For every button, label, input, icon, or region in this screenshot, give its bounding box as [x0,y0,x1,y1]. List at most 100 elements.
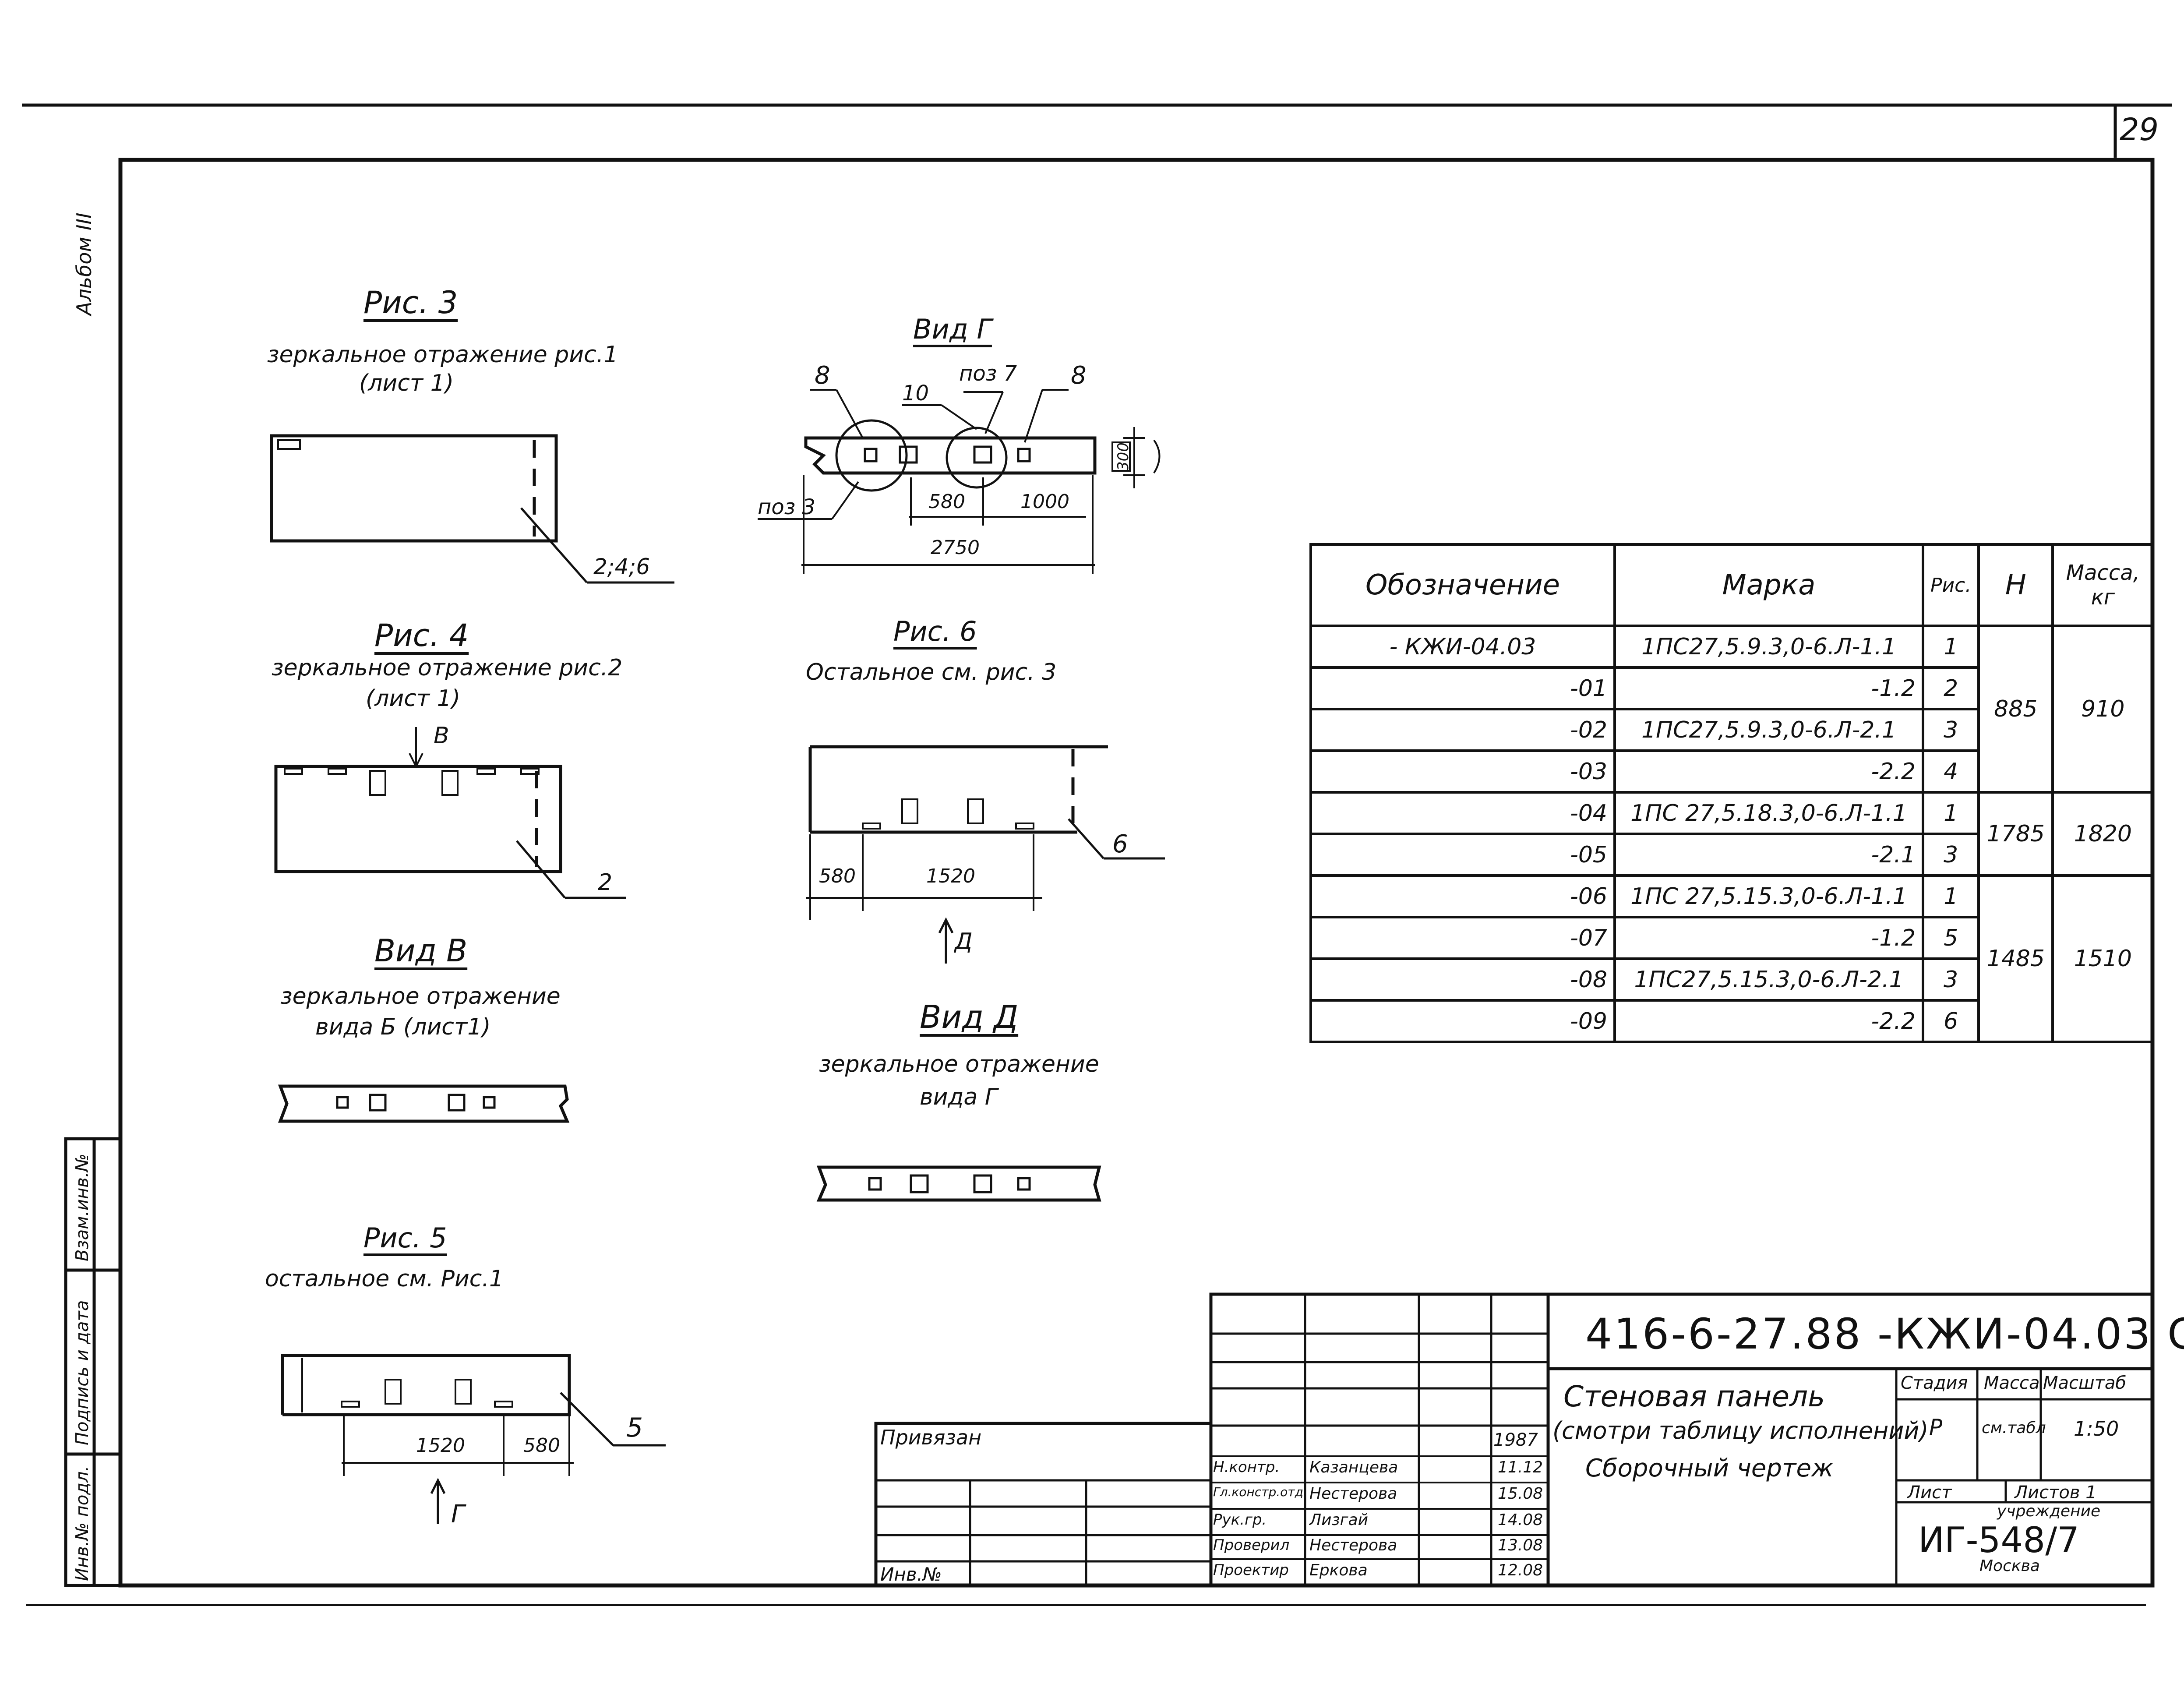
spec-h: 1485 [1977,874,2054,1043]
spec-ris: 6 [1921,999,1980,1043]
sig-name: Нестерова [1309,1485,1397,1503]
privyazan-label: Привязан [880,1426,982,1449]
sig-date: 13.08 [1498,1536,1543,1554]
vid-g-pos10: 10 [902,381,929,406]
fig4-caption2: (лист 1) [366,685,461,712]
spec-ris: 3 [1921,708,1980,752]
spec-oboz: -04 [1309,791,1616,835]
vid-g-pos7: поз 7 [959,361,1017,386]
fig6-callout: 6 [1112,830,1128,858]
spec-marka: 1ПС27,5.9.3,0-6.Л-1.1 [1613,625,1924,669]
spec-oboz: -09 [1309,999,1616,1043]
fig3-caption1: зеркальное отражение рис.1 [267,342,618,368]
spec-oboz: -05 [1309,833,1616,877]
vid-v-title: Вид В [374,933,468,969]
table-row: -02 1ПС27,5.9.3,0-6.Л-2.1 3 [1309,708,2153,752]
sig-role: Проектир [1213,1561,1289,1579]
fig5-dim-580: 580 [523,1434,560,1457]
sheet-label: Лист [1907,1483,1952,1503]
table-row: -06 1ПС 27,5.15.3,0-6.Л-1.1 1 1485 1510 [1309,874,2155,1043]
sheets-label: Листов 1 [2015,1483,2097,1503]
spec-mass: 1820 [2051,791,2155,877]
page-number: 29 [2120,112,2159,148]
spec-oboz: -06 [1309,874,1616,918]
fig3-caption2: (лист 1) [359,370,454,396]
mass-value: см.табл [1982,1419,2046,1437]
fig6-view-mark: Д [955,928,973,955]
sig-role: Гл.констр.отд [1213,1485,1303,1499]
sig-role: Рук.гр. [1213,1511,1267,1529]
scale-value: 1:50 [2074,1417,2119,1440]
vid-g-pos8b: 8 [1071,361,1087,390]
fig3-title: Рис. 3 [363,285,458,321]
table-row: -04 1ПС 27,5.18.3,0-6.Л-1.1 1 1785 1820 [1309,791,2155,877]
spec-oboz: -08 [1309,957,1616,1002]
vid-d-title: Вид Д [920,999,1019,1035]
fig3-callout: 2;4;6 [593,554,650,579]
sig-date: 11.12 [1498,1458,1543,1476]
year-value: 1987 [1493,1430,1538,1450]
scale-header: Масштаб [2043,1373,2127,1393]
vid-g-title: Вид Г [913,313,992,345]
spec-oboz: - КЖИ-04.03 [1309,625,1616,669]
sig-role: Н.контр. [1213,1458,1280,1476]
spec-ris: 5 [1921,916,1980,960]
table-row: -08 1ПС27,5.15.3,0-6.Л-2.1 3 [1309,957,2153,1002]
fig5-caption1: остальное см. Рис.1 [265,1266,504,1292]
table-row: -09 -2.2 6 [1309,999,2153,1043]
org-code: ИГ-548/7 [1918,1520,2080,1560]
table-row: - КЖИ-04.03 1ПС27,5.9.3,0-6.Л-1.1 1 885 … [1309,625,2155,794]
vid-v-caption2: вида Б (лист1) [315,1014,491,1040]
fig4-view-mark: В [434,723,449,749]
sig-date: 12.08 [1498,1561,1543,1579]
sig-role: Проверил [1213,1536,1290,1554]
spec-oboz: -02 [1309,708,1616,752]
spec-marka: -2.1 [1613,833,1924,877]
table-row: -05 -2.1 3 [1309,833,2153,877]
mass-header: Масса [1984,1373,2040,1393]
spec-marka: -2.2 [1613,999,1924,1043]
vid-g-dim-2750: 2750 [931,537,980,559]
spec-header-oboz: Обозначение [1309,543,1616,627]
spec-ris: 3 [1921,833,1980,877]
sig-date: 15.08 [1498,1485,1543,1503]
org-city: Москва [1979,1557,2040,1575]
album-label: Альбом III [72,212,96,315]
fig5-view-mark: Г [451,1500,465,1529]
spec-header-ris: Рис. [1921,543,1980,627]
fig5-dim-1520: 1520 [416,1434,465,1457]
spec-marka: 1ПС27,5.15.3,0-6.Л-2.1 [1613,957,1924,1002]
spec-ris: 1 [1921,791,1980,835]
sig-name: Лизгай [1309,1511,1368,1529]
fig4-title: Рис. 4 [374,618,469,653]
stage-value: Р [1929,1415,1943,1440]
spec-oboz: -07 [1309,916,1616,960]
sig-date: 14.08 [1498,1511,1543,1529]
sig-name: Нестерова [1309,1536,1397,1554]
spec-ris: 3 [1921,957,1980,1002]
title-line-2: (смотри таблицу исполнений) [1552,1417,1929,1444]
fig4-caption1: зеркальное отражение рис.2 [272,655,623,681]
fig6-dim-1520: 1520 [926,865,975,887]
spec-marka: 1ПС 27,5.15.3,0-6.Л-1.1 [1613,874,1924,918]
spec-h: 885 [1977,625,2054,794]
spec-header-marka: Марка [1613,543,1924,627]
spec-oboz: -03 [1309,749,1616,794]
vid-g-dim-1000: 1000 [1020,491,1069,513]
table-row: -03 -2.2 4 [1309,749,2153,794]
spec-mass: 1510 [2051,874,2155,1043]
vid-d-caption1: зеркальное отражение [819,1051,1099,1077]
spec-ris: 1 [1921,874,1980,918]
fig6-title: Рис. 6 [893,615,977,647]
stage-header: Стадия [1901,1373,1968,1393]
table-row: -01 -1.2 2 [1309,666,2153,710]
vid-g-pos3: поз 3 [758,495,816,519]
spec-marka: -2.2 [1613,749,1924,794]
sig-name: Еркова [1309,1561,1368,1579]
spec-ris: 4 [1921,749,1980,794]
title-line-1: Стеновая панель [1563,1380,1825,1413]
vid-d-caption2: вида Г [920,1084,998,1110]
fig6-dim-580: 580 [819,865,856,887]
vid-g-dim-300: 300 [1115,442,1132,471]
